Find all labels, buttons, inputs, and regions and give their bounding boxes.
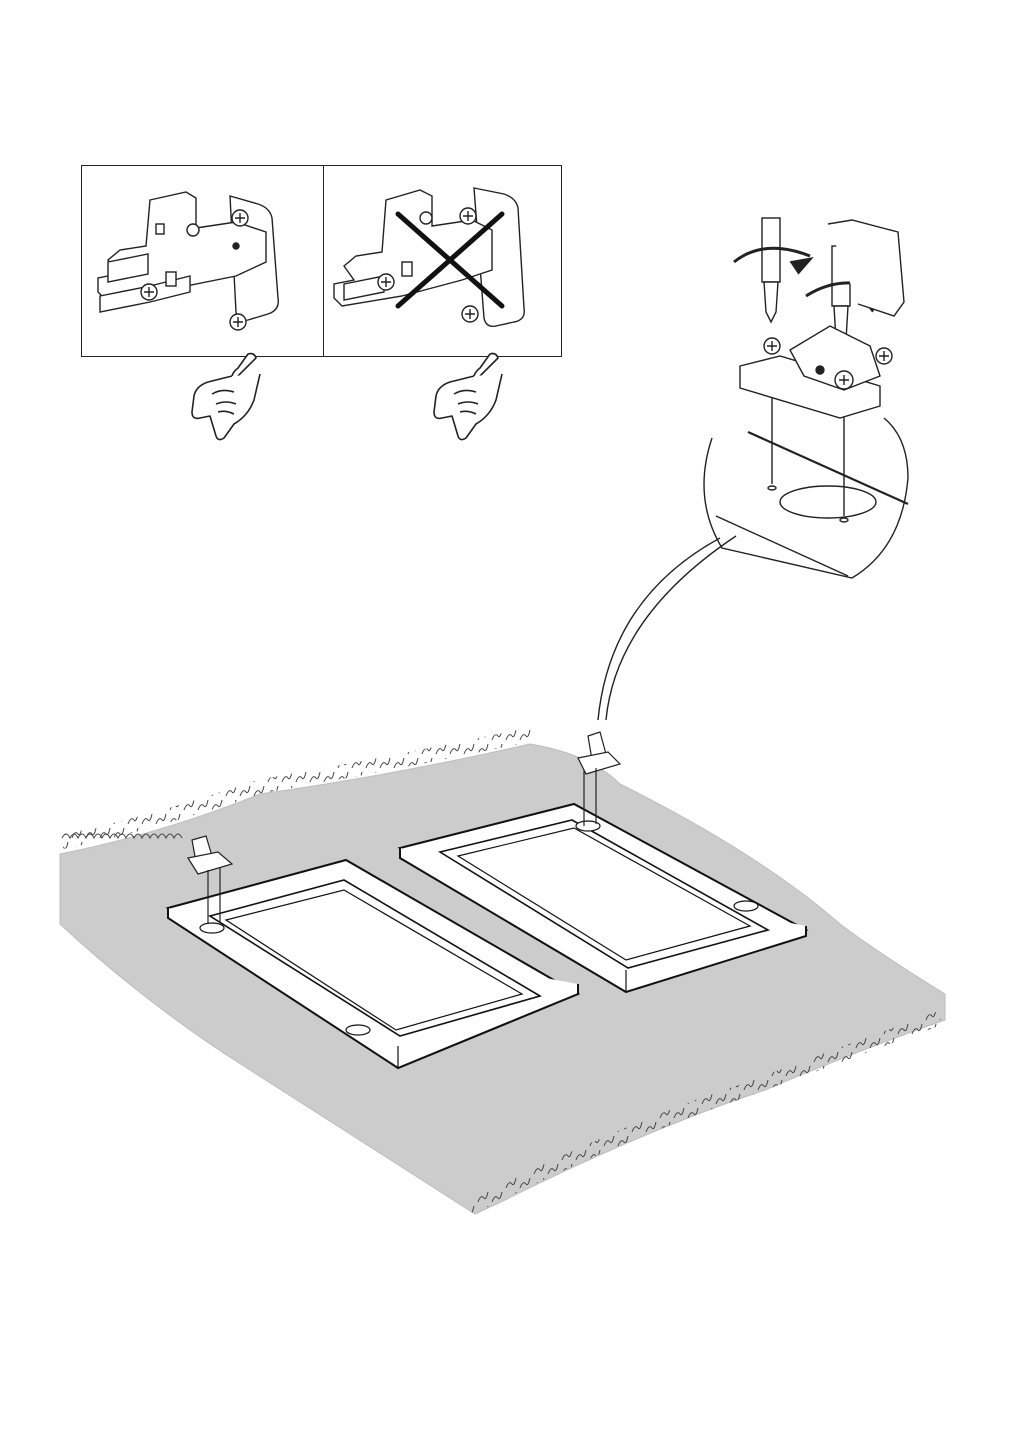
screwdriver-icon-1 xyxy=(733,217,814,324)
pointing-hand-icon-2 xyxy=(433,352,503,441)
hinge-on-door-right-icon xyxy=(577,731,622,826)
hinge-reference-panel xyxy=(81,165,562,357)
hinge-correct-icon xyxy=(97,191,279,331)
detail-callout xyxy=(597,390,909,721)
detail-hinge-icon xyxy=(739,219,905,419)
hinge-on-door-left-icon xyxy=(187,835,234,924)
hinge-incorrect-icon xyxy=(333,187,525,328)
panel-divider xyxy=(323,166,324,356)
door-frame-left xyxy=(165,858,581,1070)
cross-mark-icon xyxy=(395,211,505,309)
pointing-hand-icon-1 xyxy=(191,352,261,441)
door-frame-right xyxy=(397,802,809,994)
